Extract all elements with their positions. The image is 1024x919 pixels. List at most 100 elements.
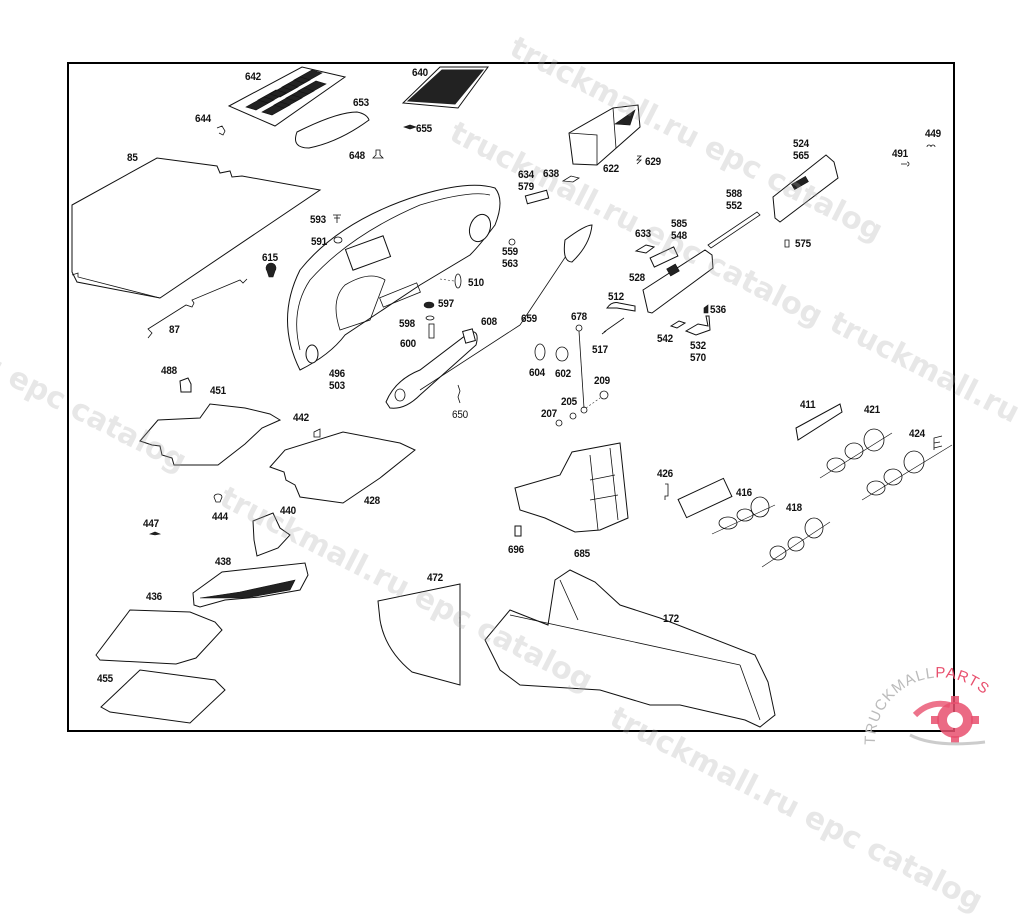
part-644-bracket[interactable]: [216, 125, 226, 136]
callout-421[interactable]: 421: [864, 404, 880, 416]
callout-496-503[interactable]: 496 503: [329, 368, 345, 392]
callout-517[interactable]: 517: [592, 344, 608, 356]
part-591-grommet[interactable]: [333, 236, 343, 244]
callout-488[interactable]: 488: [161, 365, 177, 377]
part-449-clip[interactable]: [926, 144, 936, 148]
callout-575[interactable]: 575: [795, 238, 811, 250]
callout-455[interactable]: 455: [97, 673, 113, 685]
part-650-spring[interactable]: [457, 384, 461, 404]
callout-633[interactable]: 633: [635, 228, 651, 240]
part-659-lower-trim[interactable]: [385, 331, 478, 409]
part-532-bracket[interactable]: [684, 315, 711, 336]
callout-440[interactable]: 440: [280, 505, 296, 517]
callout-622[interactable]: 622: [603, 163, 619, 175]
part-436-floor-mat[interactable]: [95, 609, 223, 665]
part-411-badge-plate[interactable]: [795, 403, 843, 441]
part-85-floor-mat[interactable]: [71, 157, 322, 299]
callout-536[interactable]: 536: [710, 304, 726, 316]
part-634-latch[interactable]: [524, 189, 550, 205]
part-491-bolt[interactable]: [901, 161, 910, 167]
part-638-bracket[interactable]: [561, 175, 580, 183]
part-642-vent-grille[interactable]: [227, 66, 347, 127]
callout-602[interactable]: 602: [555, 368, 571, 380]
callout-428[interactable]: 428: [364, 495, 380, 507]
part-472-side-panel[interactable]: [377, 583, 461, 686]
part-424-emblem-280e[interactable]: [861, 435, 953, 501]
part-604-ring[interactable]: [534, 343, 546, 361]
part-602-cap[interactable]: [555, 346, 569, 362]
part-421-emblem-280[interactable]: [819, 428, 893, 479]
part-585-lock[interactable]: [649, 246, 679, 268]
callout-424[interactable]: 424: [909, 428, 925, 440]
callout-634-579[interactable]: 634 579: [518, 169, 534, 193]
callout-653[interactable]: 653: [353, 97, 369, 109]
callout-524-565[interactable]: 524 565: [793, 138, 809, 162]
part-517-screw[interactable]: [601, 317, 625, 335]
callout-588-552[interactable]: 588 552: [726, 188, 742, 212]
part-597-nut[interactable]: [423, 301, 435, 309]
callout-640[interactable]: 640: [412, 67, 428, 79]
part-615-clip[interactable]: [265, 262, 277, 278]
callout-205[interactable]: 205: [561, 396, 577, 408]
part-528-glove-box-door[interactable]: [642, 249, 714, 314]
callout-593[interactable]: 593: [310, 214, 326, 226]
callout-642[interactable]: 642: [245, 71, 261, 83]
callout-449[interactable]: 449: [925, 128, 941, 140]
part-451-floor-cover[interactable]: [139, 403, 282, 466]
callout-528[interactable]: 528: [629, 272, 645, 284]
callout-650[interactable]: 650: [452, 409, 468, 421]
part-426-clip[interactable]: [664, 483, 669, 500]
callout-172[interactable]: 172: [663, 613, 679, 625]
part-536-clip[interactable]: [703, 304, 709, 314]
part-418-emblem-250[interactable]: [761, 517, 831, 568]
callout-444[interactable]: 444: [212, 511, 228, 523]
part-598-washer[interactable]: [425, 315, 435, 321]
part-442-clip[interactable]: [313, 428, 321, 438]
part-205-washer[interactable]: [569, 412, 577, 420]
part-496-dashboard[interactable]: [287, 184, 501, 371]
part-640-grille[interactable]: [401, 66, 489, 109]
callout-207[interactable]: 207: [541, 408, 557, 420]
callout-85[interactable]: 85: [127, 152, 138, 164]
callout-648[interactable]: 648: [349, 150, 365, 162]
callout-442[interactable]: 442: [293, 412, 309, 424]
callout-615[interactable]: 615: [262, 252, 278, 264]
part-444-clip[interactable]: [213, 493, 223, 503]
callout-87[interactable]: 87: [169, 324, 180, 336]
callout-585-548[interactable]: 585 548: [671, 218, 687, 242]
part-172-tunnel-console[interactable]: [484, 569, 776, 728]
part-209-nut[interactable]: [599, 390, 609, 400]
part-622-glove-box[interactable]: [568, 104, 641, 166]
callout-416[interactable]: 416: [736, 487, 752, 499]
part-207-clip[interactable]: [555, 419, 563, 427]
part-600-bolt[interactable]: [428, 323, 435, 339]
callout-418[interactable]: 418: [786, 502, 802, 514]
part-488-clip[interactable]: [179, 377, 192, 393]
callout-638[interactable]: 638: [543, 168, 559, 180]
callout-678[interactable]: 678: [571, 311, 587, 323]
part-685-center-console[interactable]: [514, 442, 629, 533]
part-648-clip[interactable]: [372, 149, 384, 159]
callout-559-563[interactable]: 559 563: [502, 246, 518, 270]
callout-685[interactable]: 685: [574, 548, 590, 560]
callout-655[interactable]: 655: [416, 123, 432, 135]
callout-598[interactable]: 598: [399, 318, 415, 330]
callout-644[interactable]: 644: [195, 113, 211, 125]
part-633-pad[interactable]: [634, 244, 656, 254]
callout-659[interactable]: 659: [521, 313, 537, 325]
part-629-spring[interactable]: [636, 155, 642, 165]
part-542-catch[interactable]: [669, 320, 687, 329]
part-440-panel[interactable]: [252, 512, 291, 557]
callout-447[interactable]: 447: [143, 518, 159, 530]
part-696-clip[interactable]: [514, 525, 522, 537]
callout-512[interactable]: 512: [608, 291, 624, 303]
callout-426[interactable]: 426: [657, 468, 673, 480]
part-524-glove-box-lid[interactable]: [772, 154, 839, 223]
part-87-wire[interactable]: [147, 278, 248, 339]
part-588-hinge-rod[interactable]: [707, 211, 761, 249]
part-593-screw[interactable]: [333, 214, 341, 223]
callout-600[interactable]: 600: [400, 338, 416, 350]
callout-491[interactable]: 491: [892, 148, 908, 160]
part-608-trim[interactable]: [462, 328, 476, 344]
part-510-spring[interactable]: [454, 273, 462, 289]
